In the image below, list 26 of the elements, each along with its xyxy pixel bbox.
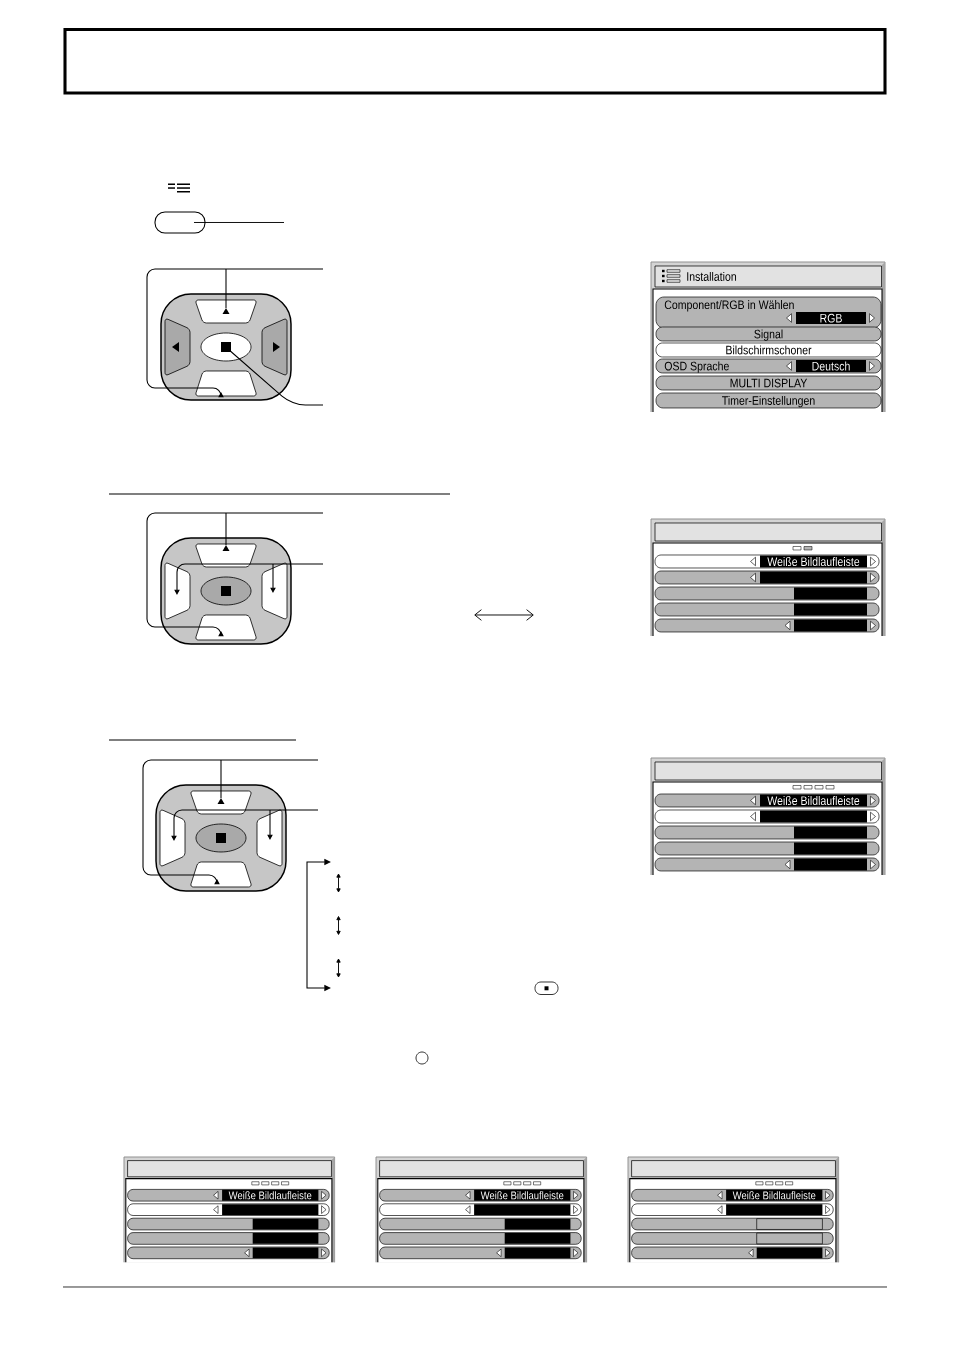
menu-row: Signal [655,326,882,342]
value-field [252,1218,319,1230]
value-field: Weiße Bildlaufleiste [474,1189,571,1201]
value-field: Weiße Bildlaufleiste [222,1189,319,1201]
value-field [794,619,867,632]
value-field [756,1247,823,1259]
value-field [222,1204,319,1216]
menu-row: Bildschirmschoner [655,342,882,358]
value-field [760,571,867,584]
value-field [794,587,867,600]
value-field [474,1204,571,1216]
value-field [794,842,867,855]
value-field [760,810,867,823]
value-field [794,603,867,616]
menu-row: MULTI DISPLAY [655,375,882,391]
menu-row: Timer-Einstellungen [655,392,882,409]
value-field [252,1247,319,1259]
value-field: Weiße Bildlaufleiste [760,555,867,568]
value-field [756,1218,823,1230]
value-field [726,1204,823,1216]
value-field [252,1233,319,1244]
value-field: Weiße Bildlaufleiste [726,1189,823,1201]
value-field [756,1232,823,1245]
value-field [504,1218,571,1230]
value-field [504,1233,571,1244]
value-field [504,1247,571,1259]
